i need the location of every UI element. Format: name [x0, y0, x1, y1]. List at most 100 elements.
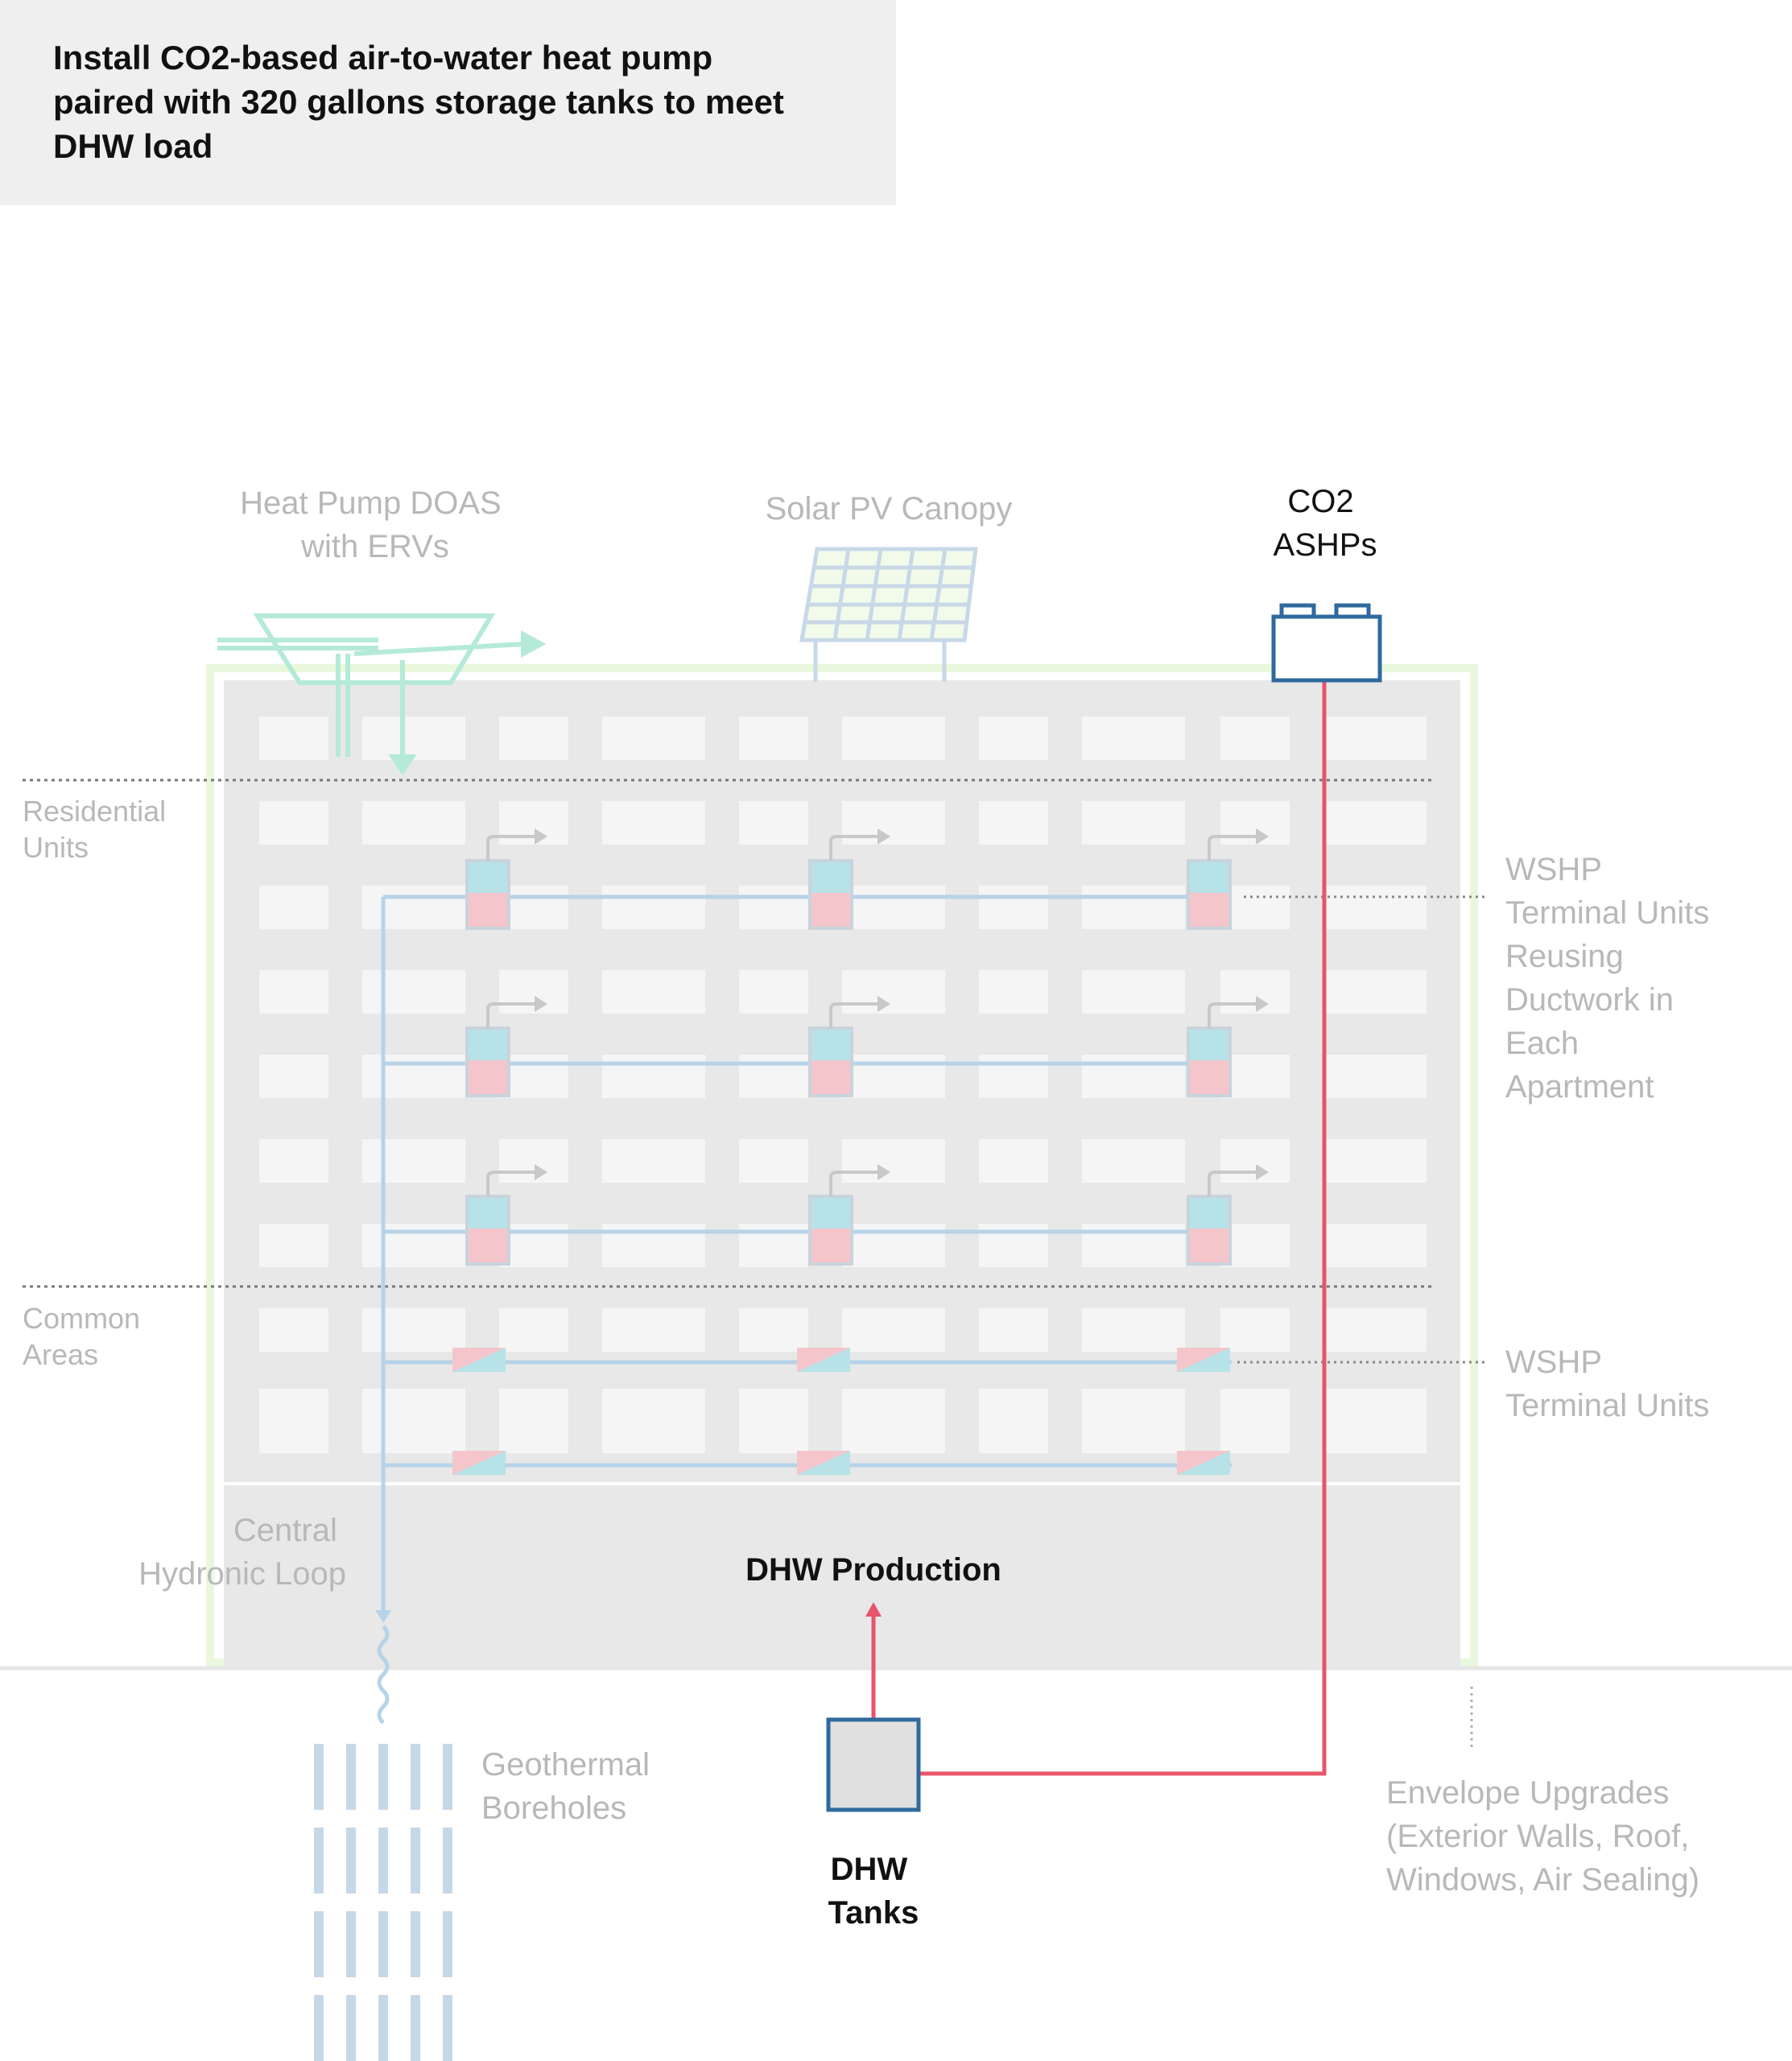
doas-label: Heat Pump DOAS with ERVs [240, 485, 510, 564]
building-windows [259, 717, 1427, 1453]
supply-air-arrow [829, 1171, 879, 1196]
building-window [1082, 886, 1185, 929]
building-window [1082, 1139, 1185, 1183]
borehole-segment [378, 1995, 388, 2061]
supply-air-arrow [829, 1002, 879, 1028]
building-window [1220, 1139, 1290, 1183]
building-window [1323, 1389, 1427, 1453]
building-window [979, 886, 1048, 929]
building-window [499, 886, 568, 929]
borehole-segment [411, 1995, 420, 2061]
wshp-terminal-units [465, 828, 1269, 1266]
common-unit-heat [797, 1451, 850, 1475]
wshp-unit-heat-half [810, 893, 852, 928]
wshp-unit-cool-half [810, 1196, 852, 1229]
borehole-segment [346, 1744, 356, 1810]
building-window [1082, 1389, 1185, 1453]
building-window [1220, 886, 1290, 929]
geothermal-boreholes-icon [314, 1744, 452, 2061]
building-window [739, 970, 808, 1014]
building-window [259, 1389, 328, 1453]
building-window [739, 886, 808, 929]
building-window [1323, 970, 1427, 1014]
building-window [1082, 1055, 1185, 1098]
caption-box: Install CO2-based air-to-water heat pump… [0, 0, 896, 205]
building-window [1323, 1055, 1427, 1098]
borehole-segment [443, 1828, 452, 1894]
wshp-unit-heat-half [467, 1060, 509, 1096]
supply-air-arrow [1208, 1171, 1257, 1196]
borehole-segment [346, 1911, 356, 1977]
co2-ashps-label: CO2 ASHPs [1274, 484, 1377, 563]
borehole-segment [443, 1995, 452, 2061]
building-window [842, 1139, 945, 1183]
common-unit-heat [1177, 1348, 1230, 1372]
building-window [259, 801, 328, 845]
building-window [499, 717, 568, 760]
central-loop-label: Central Hydronic Loop [138, 1513, 346, 1592]
borehole-segment [314, 1744, 324, 1810]
supply-air-arrowhead [535, 1164, 547, 1180]
supply-air-arrow [1208, 1002, 1257, 1028]
building-window [602, 970, 705, 1014]
building-window [842, 1389, 945, 1453]
dhw-piping [865, 680, 1327, 1776]
building-window [362, 1308, 465, 1352]
co2-ashp-unit-icon [1271, 603, 1382, 683]
building-window [739, 801, 808, 845]
borehole-segment [411, 1911, 420, 1977]
borehole-segment [314, 1828, 324, 1894]
building-window [1220, 970, 1290, 1014]
building-window [259, 717, 328, 760]
wshp-unit-heat-half [810, 1229, 852, 1264]
supply-air-arrow [486, 835, 536, 861]
supply-air-arrow [1208, 835, 1257, 861]
dhw-tanks-label: DHW Tanks [828, 1852, 919, 1931]
building-window [1082, 717, 1185, 760]
supply-air-arrowhead [535, 996, 547, 1012]
wshp-unit-heat-half [467, 893, 509, 928]
building-window [739, 1055, 808, 1098]
building-window [1323, 801, 1427, 845]
borehole-segment [314, 1995, 324, 2061]
building-window [739, 1389, 808, 1453]
building-window [979, 1389, 1048, 1453]
building-window [979, 1308, 1048, 1352]
borehole-segment [378, 1911, 388, 1977]
building-window [1323, 717, 1427, 760]
building-window [979, 801, 1048, 845]
building-window [1220, 1389, 1290, 1453]
borehole-segment [346, 1828, 356, 1894]
wshp-unit-heat-half [1188, 893, 1230, 928]
dhw-production-label: DHW Production [745, 1552, 1001, 1588]
building-window [362, 970, 465, 1014]
building-window [979, 717, 1048, 760]
borehole-segment [411, 1828, 420, 1894]
wshp-unit-cool-half [810, 1028, 852, 1060]
building-window [842, 717, 945, 760]
borehole-segment [378, 1828, 388, 1894]
wshp-terminal-label: WSHP Terminal Units [1505, 1344, 1709, 1423]
common-areas-label: Common Areas [23, 1302, 148, 1371]
building-window [259, 1139, 328, 1183]
building-window [739, 1308, 808, 1352]
building-window [979, 970, 1048, 1014]
borehole-segment [411, 1744, 420, 1810]
building-window [259, 1055, 328, 1098]
common-unit-heat [452, 1348, 506, 1372]
building-window [362, 886, 465, 929]
building-window [602, 1389, 705, 1453]
supply-air-arrow [486, 1002, 536, 1028]
borehole-segment [346, 1995, 356, 2061]
common-unit-heat [797, 1348, 850, 1372]
borehole-segment [443, 1744, 452, 1810]
building-window [602, 801, 705, 845]
building-window [362, 717, 465, 760]
building-window [362, 1055, 465, 1098]
building-window [362, 1139, 465, 1183]
building-window [259, 1308, 328, 1352]
building-window [1323, 886, 1427, 929]
common-area-terminal-units [452, 1348, 1230, 1475]
building-window [362, 1389, 465, 1453]
